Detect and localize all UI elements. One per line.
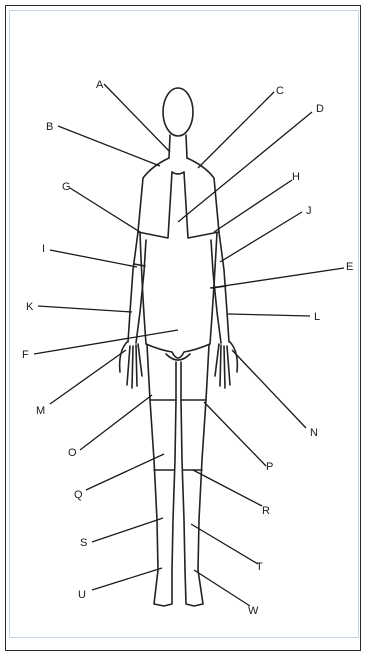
label-r: R — [262, 505, 270, 517]
label-c: C — [276, 85, 284, 97]
leader-c — [198, 92, 274, 168]
label-a: A — [96, 79, 104, 91]
leader-f — [34, 330, 178, 354]
leader-q — [86, 454, 164, 490]
label-k: K — [26, 301, 34, 313]
left-shoulder-cape — [138, 158, 172, 238]
label-w: W — [248, 605, 259, 617]
pelvis — [146, 344, 210, 358]
label-b: B — [46, 121, 53, 133]
upper-back — [172, 172, 184, 174]
right-leg — [181, 345, 209, 570]
label-n: N — [310, 427, 318, 439]
leader-o — [80, 395, 152, 450]
left-elbow-band — [134, 264, 145, 266]
human-figure — [120, 88, 238, 606]
label-o: O — [68, 447, 77, 459]
label-l: L — [314, 311, 320, 323]
leader-s — [92, 518, 163, 542]
leader-e — [210, 268, 344, 288]
leader-lines — [34, 84, 344, 606]
label-j: J — [306, 205, 312, 217]
label-d: D — [316, 103, 324, 115]
leader-r — [193, 470, 262, 506]
leader-i — [50, 250, 137, 267]
leader-k — [38, 306, 132, 312]
leader-n — [232, 350, 306, 428]
label-g: G — [62, 181, 71, 193]
label-e: E — [346, 261, 353, 273]
leader-a — [104, 84, 170, 152]
leader-g — [70, 188, 140, 232]
label-m: M — [36, 405, 45, 417]
hip-fold — [166, 354, 190, 360]
left-hand — [120, 342, 142, 388]
leader-u — [92, 568, 162, 590]
neck — [169, 135, 187, 158]
label-i: I — [42, 243, 45, 255]
leader-m — [50, 350, 126, 404]
label-h: H — [292, 171, 300, 183]
label-t: T — [256, 561, 263, 573]
right-shoulder-cape — [184, 158, 219, 238]
left-foot — [154, 570, 172, 606]
right-foot — [185, 570, 203, 606]
torso-sides — [140, 232, 217, 344]
label-f: F — [22, 349, 29, 361]
leader-t — [191, 524, 258, 564]
head — [163, 88, 193, 136]
label-q: Q — [74, 489, 83, 501]
left-arm — [128, 232, 146, 343]
leader-p — [204, 402, 266, 466]
right-hand — [215, 342, 237, 388]
leader-b — [58, 126, 160, 166]
label-u: U — [78, 589, 86, 601]
leader-h — [214, 180, 292, 232]
left-leg — [147, 345, 176, 570]
label-p: P — [266, 461, 273, 473]
label-s: S — [80, 537, 87, 549]
leader-l — [228, 314, 310, 316]
